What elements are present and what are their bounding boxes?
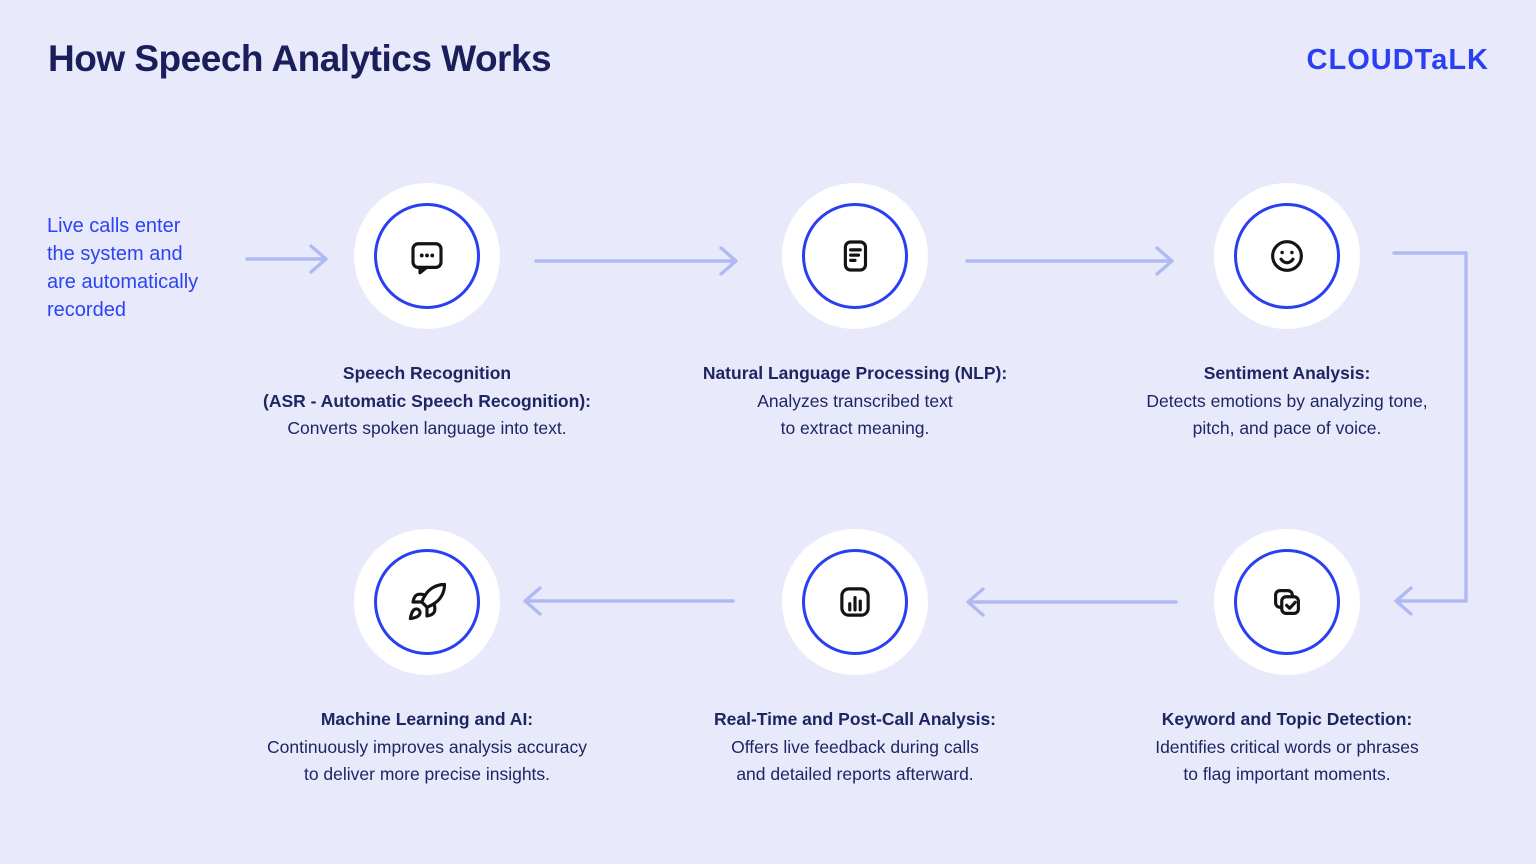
step-circle-machine-learning bbox=[354, 529, 500, 675]
checked-squares-icon bbox=[1274, 589, 1300, 615]
step-ring bbox=[1234, 549, 1340, 655]
step-circle-sentiment-analysis bbox=[1214, 183, 1360, 329]
bar-chart-icon bbox=[840, 587, 870, 617]
step-text-keyword-detection: Keyword and Topic Detection: Identifies … bbox=[1052, 706, 1522, 789]
step-text-speech-recognition: Speech Recognition (ASR - Automatic Spee… bbox=[192, 360, 662, 443]
step-title: Sentiment Analysis: bbox=[1203, 363, 1371, 383]
step-circle-nlp bbox=[782, 183, 928, 329]
cloudtalk-logo: CLOUDTaLK bbox=[1306, 44, 1489, 76]
step-text-nlp: Natural Language Processing (NLP): Analy… bbox=[620, 360, 1090, 443]
arrow-intro-to-step1 bbox=[245, 244, 328, 274]
step-description: Offers live feedback during calls bbox=[731, 736, 979, 757]
intro-line: are automatically bbox=[47, 271, 199, 293]
step-circle-realtime-analysis bbox=[782, 529, 928, 675]
step-description: Analyzes transcribed text bbox=[757, 390, 953, 411]
intro-line: recorded bbox=[47, 299, 126, 321]
step-ring bbox=[1234, 203, 1340, 309]
arrow-step1-to-step2 bbox=[534, 246, 738, 276]
step-description: Detects emotions by analyzing tone, bbox=[1146, 390, 1428, 411]
step-description: to flag important moments. bbox=[1183, 764, 1391, 784]
smiley-icon bbox=[1271, 240, 1303, 272]
step-ring bbox=[374, 549, 480, 655]
step-description: pitch, and pace of voice. bbox=[1192, 418, 1382, 438]
arrow-step4-to-step5 bbox=[966, 587, 1178, 617]
intro-line: the system and bbox=[47, 243, 183, 265]
step-title: (ASR - Automatic Speech Recognition): bbox=[263, 390, 591, 411]
step-title: Speech Recognition bbox=[342, 363, 512, 383]
chat-bubble-icon bbox=[411, 242, 443, 275]
step-description: to deliver more precise insights. bbox=[303, 764, 551, 784]
step-title: Natural Language Processing (NLP): bbox=[702, 363, 1008, 383]
step-title: Real-Time and Post-Call Analysis: bbox=[713, 709, 997, 729]
step-description: Continuously improves analysis accuracy bbox=[267, 736, 587, 757]
step-text-sentiment-analysis: Sentiment Analysis: Detects emotions by … bbox=[1052, 360, 1522, 443]
step-title: Machine Learning and AI: bbox=[320, 709, 534, 729]
step-description: Converts spoken language into text. bbox=[287, 418, 567, 438]
step-circle-speech-recognition bbox=[354, 183, 500, 329]
step-description: and detailed reports afterward. bbox=[736, 764, 974, 784]
step-ring bbox=[374, 203, 480, 309]
step-title: Keyword and Topic Detection: bbox=[1161, 709, 1413, 729]
step-text-machine-learning: Machine Learning and AI: Continuously im… bbox=[192, 706, 662, 789]
step-ring bbox=[802, 203, 908, 309]
step-description: Identifies critical words or phrases bbox=[1155, 736, 1419, 757]
step-ring bbox=[802, 549, 908, 655]
arrow-step5-to-step6 bbox=[523, 586, 735, 616]
step-text-realtime-analysis: Real-Time and Post-Call Analysis: Offers… bbox=[620, 706, 1090, 789]
document-icon bbox=[843, 240, 868, 272]
step-description: to extract meaning. bbox=[780, 418, 930, 438]
intro-line: Live calls enter bbox=[47, 215, 181, 237]
step-circle-keyword-detection bbox=[1214, 529, 1360, 675]
intro-text: Live calls enter the system and are auto… bbox=[47, 212, 198, 324]
arrow-step2-to-step3 bbox=[965, 246, 1174, 276]
rocket-icon bbox=[408, 582, 447, 621]
page-title: How Speech Analytics Works bbox=[48, 38, 552, 79]
